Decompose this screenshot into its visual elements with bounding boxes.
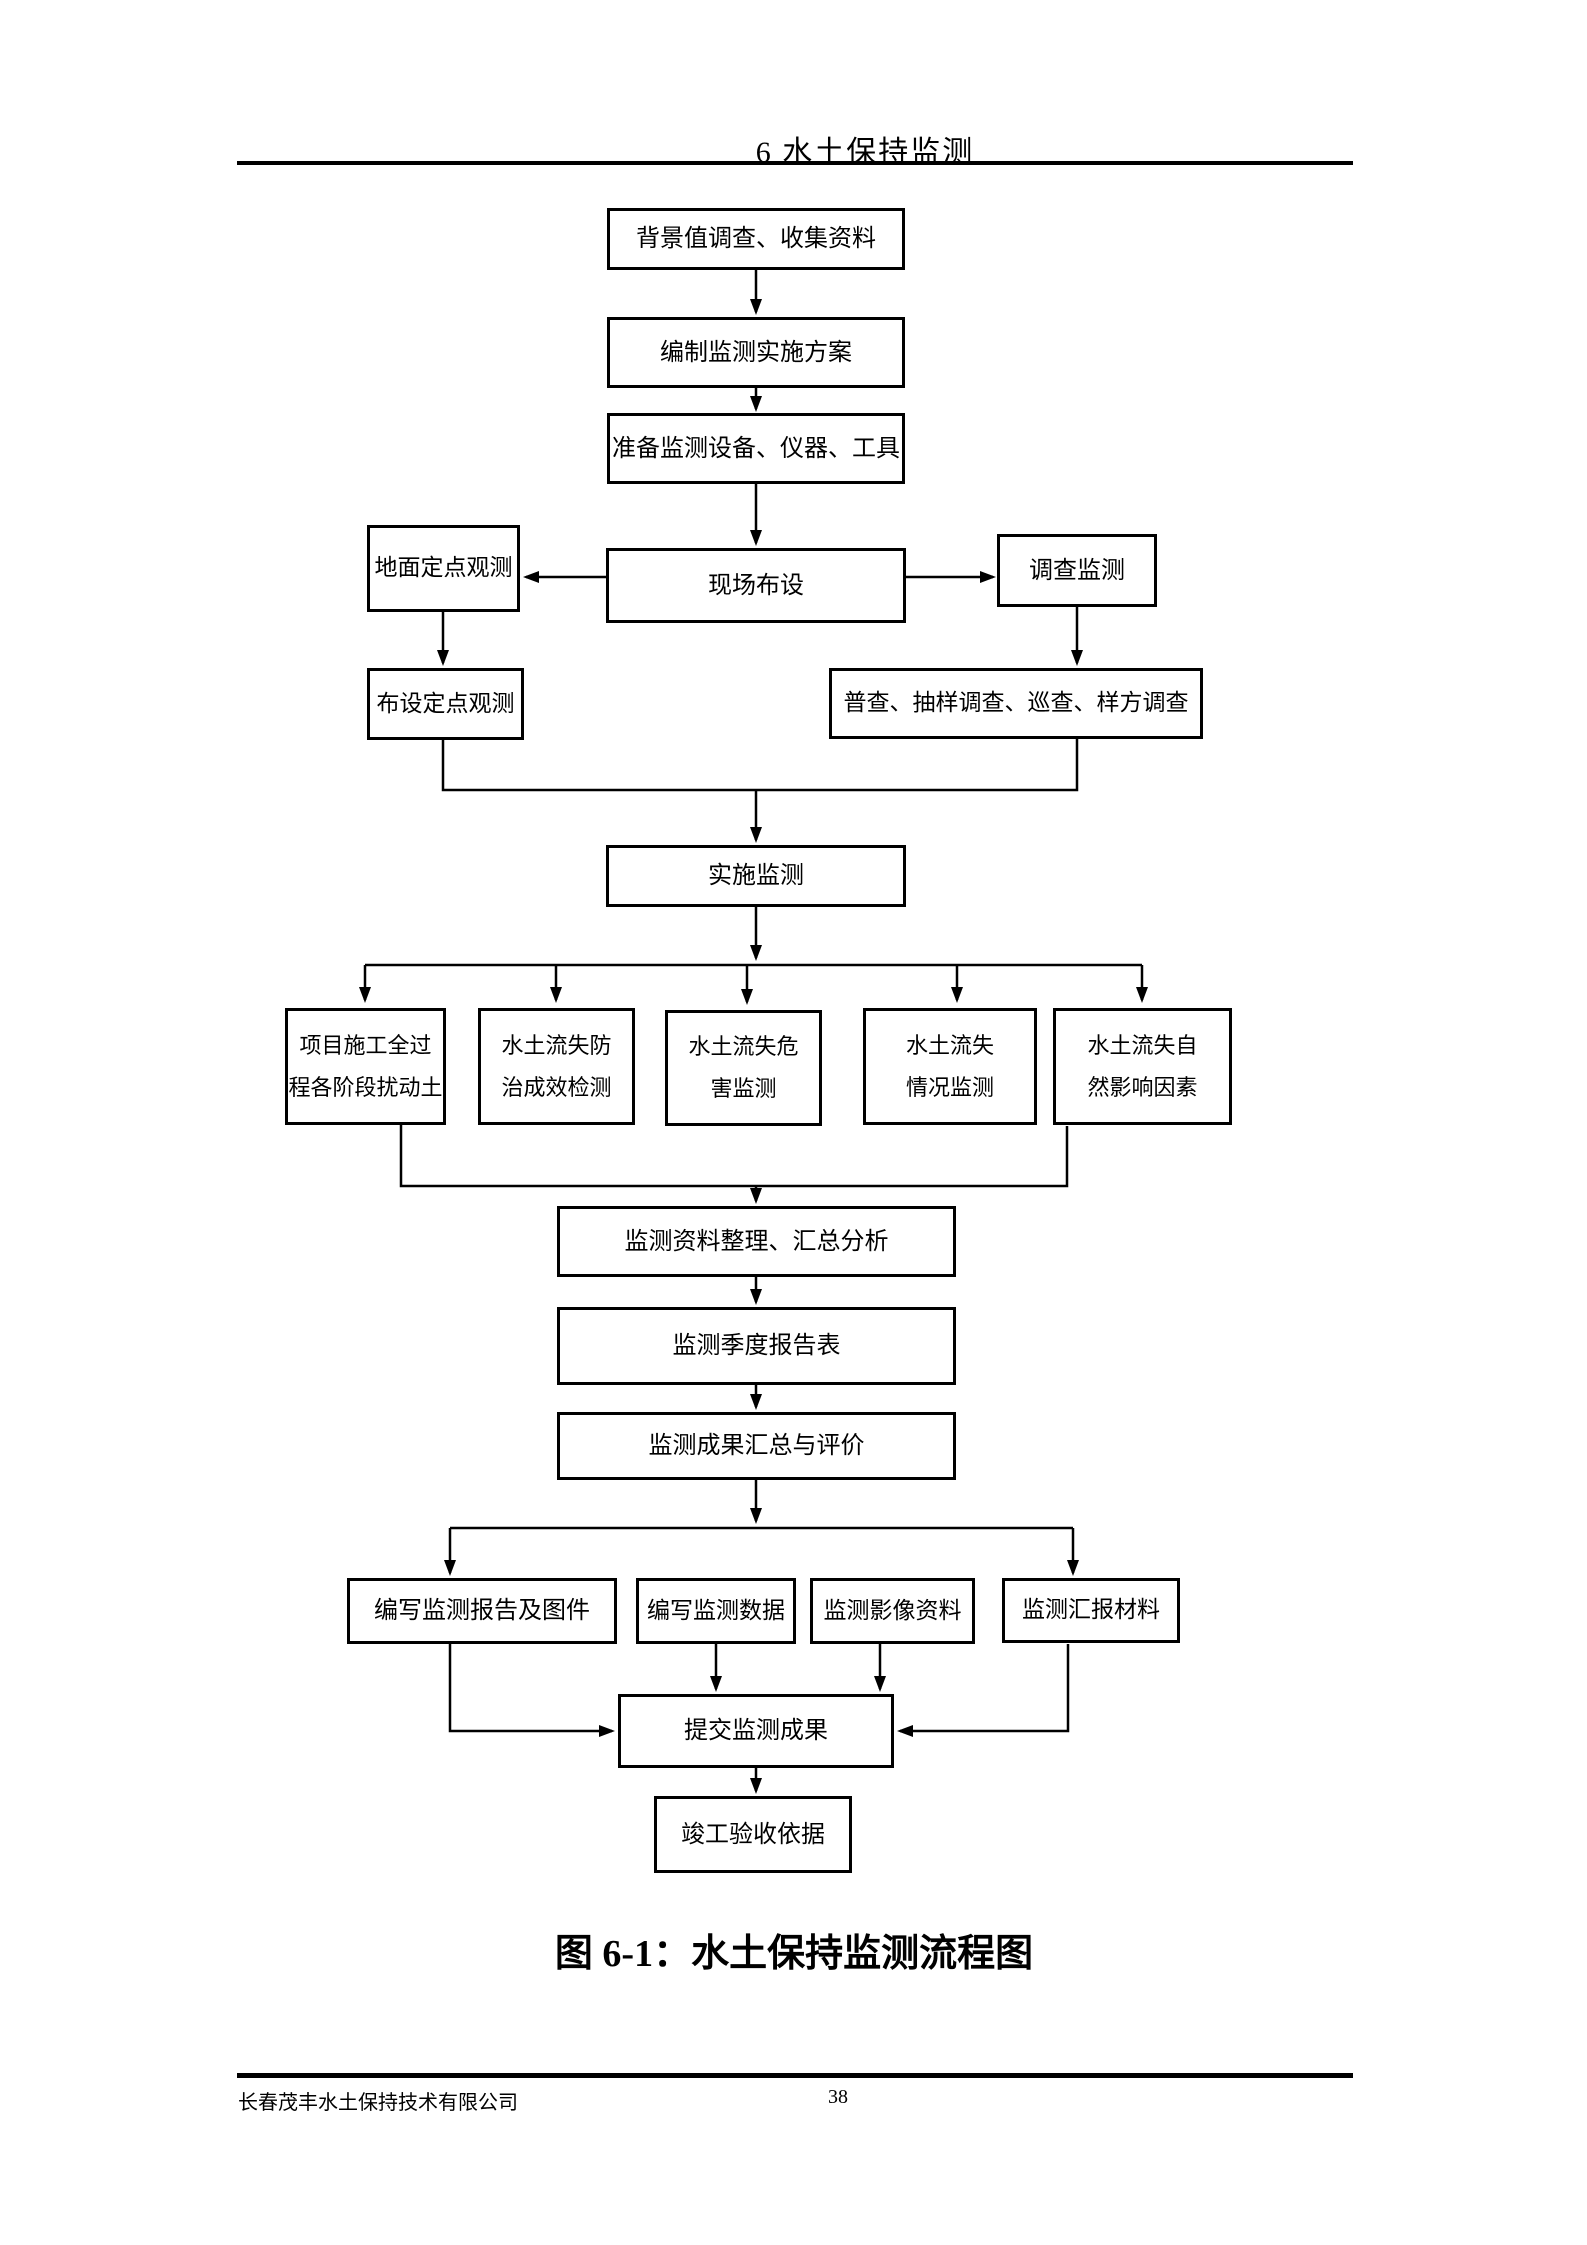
- node-line: 水土流失自: [1087, 1032, 1198, 1058]
- figure-caption: 图 6-1：水土保持监测流程图: [554, 1933, 1034, 1975]
- node-quarterly-report: 监测季度报告表: [557, 1307, 956, 1385]
- node-prepare-equipment: 准备监测设备、仪器、工具: [607, 413, 905, 484]
- node-data-arrangement: 监测资料整理、汇总分析: [557, 1206, 956, 1277]
- node-survey-monitoring: 调查监测: [997, 534, 1157, 607]
- node-layout-fixed-observation: 布设定点观测: [367, 668, 524, 740]
- node-image-materials: 监测影像资料: [810, 1578, 975, 1644]
- node-line: 水土流失防: [501, 1032, 612, 1058]
- node-compile-plan: 编制监测实施方案: [607, 317, 905, 388]
- node-erosion-status: 水土流失 情况监测: [863, 1008, 1037, 1125]
- node-line: 情况监测: [905, 1074, 994, 1100]
- node-census-methods: 普查、抽样调查、巡查、样方调查: [829, 668, 1203, 739]
- node-implement-monitoring: 实施监测: [606, 845, 906, 907]
- node-line: 水土流失危: [688, 1034, 799, 1060]
- header-rule: [237, 161, 1353, 165]
- node-erosion-hazard: 水土流失危 害监测: [665, 1010, 822, 1126]
- footer-page-number: 38: [828, 2086, 848, 2108]
- node-natural-factors: 水土流失自 然影响因素: [1053, 1008, 1232, 1125]
- footer-company: 长春茂丰水土保持技术有限公司: [238, 2092, 518, 2114]
- node-acceptance-basis: 竣工验收依据: [654, 1796, 852, 1873]
- node-results-evaluation: 监测成果汇总与评价: [557, 1412, 956, 1480]
- node-line: 治成效检测: [501, 1074, 612, 1100]
- node-site-layout: 现场布设: [606, 548, 906, 623]
- node-background-survey: 背景值调查、收集资料: [607, 208, 905, 270]
- node-control-effect: 水土流失防 治成效检测: [478, 1008, 635, 1125]
- node-line: 项目施工全过: [299, 1032, 432, 1058]
- node-disturbed-soil: 项目施工全过 程各阶段扰动土: [285, 1008, 446, 1125]
- node-submit-results: 提交监测成果: [618, 1694, 894, 1768]
- node-line: 水土流失: [905, 1032, 994, 1058]
- page-header-title: 6 水土保持监测: [755, 136, 975, 169]
- node-line: 程各阶段扰动土: [288, 1074, 443, 1100]
- node-compile-data: 编写监测数据: [636, 1578, 796, 1644]
- node-ground-fixed-observation: 地面定点观测: [367, 525, 520, 612]
- node-line: 害监测: [710, 1076, 777, 1102]
- node-line: 然影响因素: [1087, 1074, 1198, 1100]
- node-report-materials: 监测汇报材料: [1002, 1578, 1180, 1643]
- footer-rule: [237, 2073, 1353, 2078]
- node-compile-report: 编写监测报告及图件: [347, 1578, 617, 1644]
